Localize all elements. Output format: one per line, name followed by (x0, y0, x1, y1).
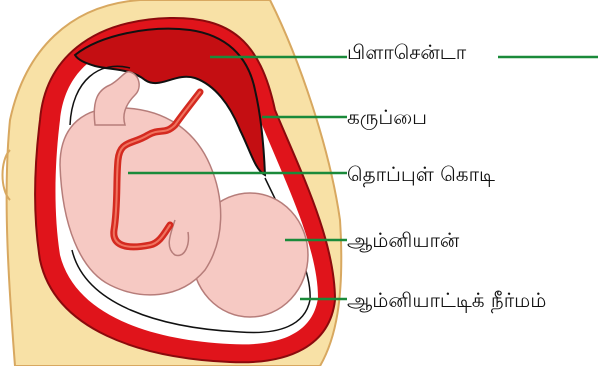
label-amnion: ஆம்னியான் (347, 228, 459, 252)
label-uterus: கருப்பை (347, 105, 427, 129)
label-placenta: பிளாசென்டா (347, 40, 466, 64)
label-umbilical-cord: தொப்புள் கொடி (347, 162, 495, 186)
label-amniotic-fluid: ஆம்னியாட்டிக் நீர்மம் (347, 288, 546, 312)
